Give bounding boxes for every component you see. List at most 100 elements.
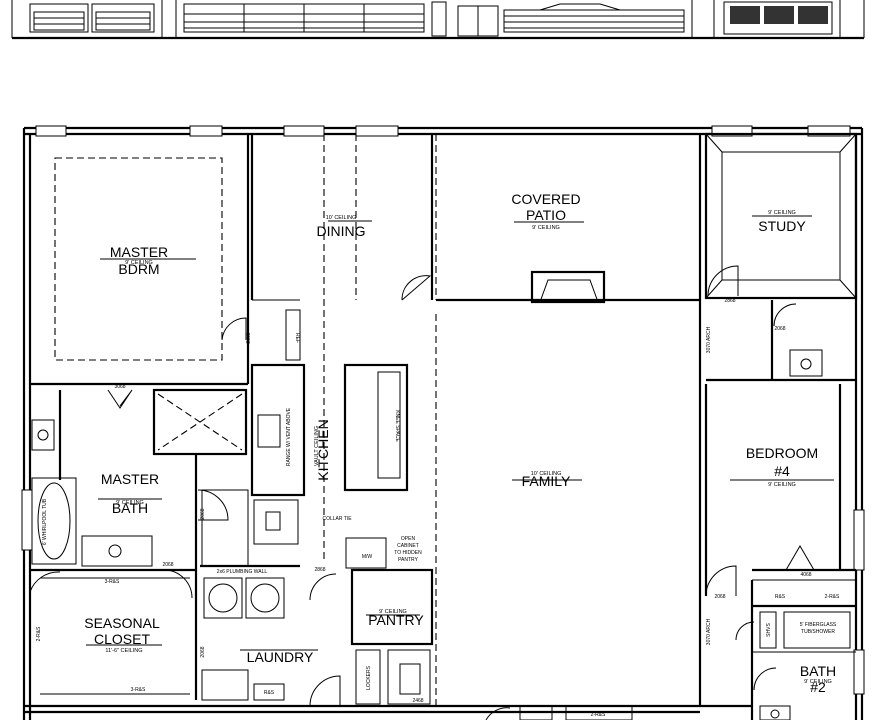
pantry-label: PANTRY	[368, 612, 424, 628]
seasonal-label-1: SEASONAL	[84, 615, 160, 631]
range-note: RANGE W/ VENT ABOVE	[286, 407, 292, 466]
bedroom-4: BEDROOM #4 9' CEILING 4068 R&S 2-R&S 206…	[704, 384, 856, 600]
fireplace	[539, 279, 599, 303]
seasonal-closet: 3-R&S 2-R&S 3-R&S SEASONAL CLOSET 11'-6"…	[29, 562, 196, 695]
laundry: 2x6 PLUMBING WALL LAUNDRY R&S 2868 2068	[200, 564, 341, 707]
hall-bath-door	[773, 303, 797, 327]
dining-kitchen: 10' CEILING DINING REF RANGE W/ VENT ABO…	[250, 134, 434, 569]
mw-label: M/W	[362, 554, 373, 560]
arch-upper: 3070 ARCH	[706, 326, 712, 353]
bedroom4-ceiling: 9' CEILING	[768, 482, 796, 488]
laundry-side-door: 2068	[200, 646, 206, 657]
master-bdrm-door-size: 2868	[246, 332, 252, 343]
bedroom4-closet-size: 4068	[800, 572, 811, 578]
open-cabinet-1: OPEN	[401, 536, 416, 542]
bath-2: 5' FIBERGLASS TUB/SHOWER SHVS BATH #2 9'…	[735, 580, 856, 720]
laundry-door	[309, 675, 341, 707]
bath2-linen-door	[735, 621, 755, 641]
ref-label: REF	[294, 333, 300, 343]
entry-door	[485, 707, 511, 720]
bedroom4-rs-2: 2-R&S	[825, 594, 840, 600]
study-label: STUDY	[758, 218, 806, 234]
elevation-garage-doors	[183, 3, 425, 33]
patio-label-2: PATIO	[526, 207, 566, 223]
shvs-label: SHVS	[766, 623, 772, 637]
patio-label-1: COVERED	[511, 191, 580, 207]
patio-ceiling: 9' CEILING	[532, 225, 560, 231]
kitchen-label: KITCHEN	[315, 419, 331, 480]
bedroom4-door-size: 2068	[714, 594, 725, 600]
seasonal-ceiling: 11'-6" CEILING	[105, 648, 142, 654]
hall-bath-upper: 2068	[706, 300, 856, 382]
knee-space-note: KNEE SPACE	[394, 410, 400, 442]
master-bdrm-label-1: MASTER	[110, 244, 168, 260]
entry-rs: 2-R&S	[591, 712, 606, 718]
kitchen-laundry-door	[309, 573, 337, 601]
top-windows	[21, 125, 865, 695]
covered-patio: COVERED PATIO 9' CEILING	[435, 134, 702, 304]
bedroom4-label-2: #4	[774, 463, 790, 479]
master-bath-label-1: MASTER	[101, 471, 159, 487]
open-cabinet-4: PANTRY	[398, 557, 418, 563]
hall-bath-door-size: 2068	[774, 326, 785, 332]
arch-lower: 3070 ARCH	[706, 618, 712, 645]
master-bedroom: MASTER BDRM 9' CEILING 2868	[30, 134, 252, 386]
seasonal-closet-door	[29, 571, 61, 593]
fiberglass-1: 5' FIBERGLASS	[800, 622, 837, 628]
study-door-size: 2868	[724, 298, 735, 304]
bedroom4-rs-1: R&S	[775, 594, 786, 600]
closet-door-right	[197, 489, 229, 521]
study: 9' CEILING STUDY 2868	[704, 132, 858, 304]
fiberglass-2: TUB/SHOWER	[801, 629, 835, 635]
bath2-label-1: BATH	[800, 663, 836, 679]
master-bath-ceiling: 9' CEILING	[116, 500, 144, 506]
study-ceiling: 9' CEILING	[768, 210, 796, 216]
dining-patio-door	[401, 275, 432, 301]
bedroom4-door	[705, 565, 737, 597]
laundry-rs: R&S	[264, 690, 275, 696]
bath2-door	[753, 667, 777, 691]
bath2-ceiling: 9' CEILING	[804, 679, 832, 685]
seasonal-rs-side: 2-R&S	[36, 626, 42, 641]
bedroom4-closet-door	[785, 545, 815, 571]
family-ceiling: 10' CEILING	[531, 471, 562, 477]
open-cabinet-2: CABINET	[397, 543, 419, 549]
powder-door-size: 2468	[412, 698, 423, 704]
master-bath-label-2: BATH	[112, 500, 148, 516]
dining-ceiling: 10' CEILING	[326, 215, 357, 221]
study-door	[707, 265, 739, 297]
elevation-windows-right	[723, 0, 841, 38]
entry: 2-R&S	[485, 704, 752, 720]
seasonal-door-size: 2068	[162, 562, 173, 568]
pantry-ceiling: 9' CEILING	[379, 609, 407, 615]
bath2-label-2: #2	[810, 679, 826, 695]
open-cabinet-3: TO HIDDEN	[394, 550, 422, 556]
seasonal-label-2: CLOSET	[94, 631, 150, 647]
collar-tie-note: COLLAR TIE	[322, 516, 352, 522]
seasonal-rs-top: 3-R&S	[105, 579, 120, 585]
laundry-label: LAUNDRY	[247, 649, 314, 665]
elevation-strip	[11, 0, 865, 40]
master-bdrm-label-2: BDRM	[118, 261, 159, 277]
plumbing-wall-note: 2x6 PLUMBING WALL	[217, 569, 268, 575]
family-label: FAMILY	[522, 473, 571, 489]
master-bath-closet-door: 2068	[200, 508, 206, 519]
seasonal-rs-bottom: 3-R&S	[131, 687, 146, 693]
whirlpool-note: 6' WHIRLPOOL TUB	[42, 498, 48, 545]
master-bdrm-door	[221, 317, 247, 341]
pantry: 9' CEILING PANTRY LOCKERS 2468	[350, 568, 434, 705]
lockers-label: LOCKERS	[366, 665, 372, 690]
elevation-entry	[431, 0, 715, 38]
master-bdrm-ceiling: 9' CEILING	[125, 260, 153, 266]
master-bath: 3068 6' WHIRLPOOL TUB MASTER BATH 9' CEI…	[31, 384, 249, 700]
laundry-door-size: 2868	[314, 567, 325, 573]
master-bath-door-size: 3068	[114, 384, 125, 390]
kitchen-ceiling: VAULT CEILING	[314, 426, 320, 466]
bedroom4-label-1: BEDROOM	[746, 445, 818, 461]
dining-label: DINING	[317, 223, 366, 239]
master-bath-door	[107, 389, 133, 409]
seasonal-door-right	[163, 569, 193, 599]
family: 10' CEILING FAMILY 3070 ARCH 3070 ARCH	[435, 300, 712, 706]
elevation-garage-windows-left	[29, 0, 177, 38]
